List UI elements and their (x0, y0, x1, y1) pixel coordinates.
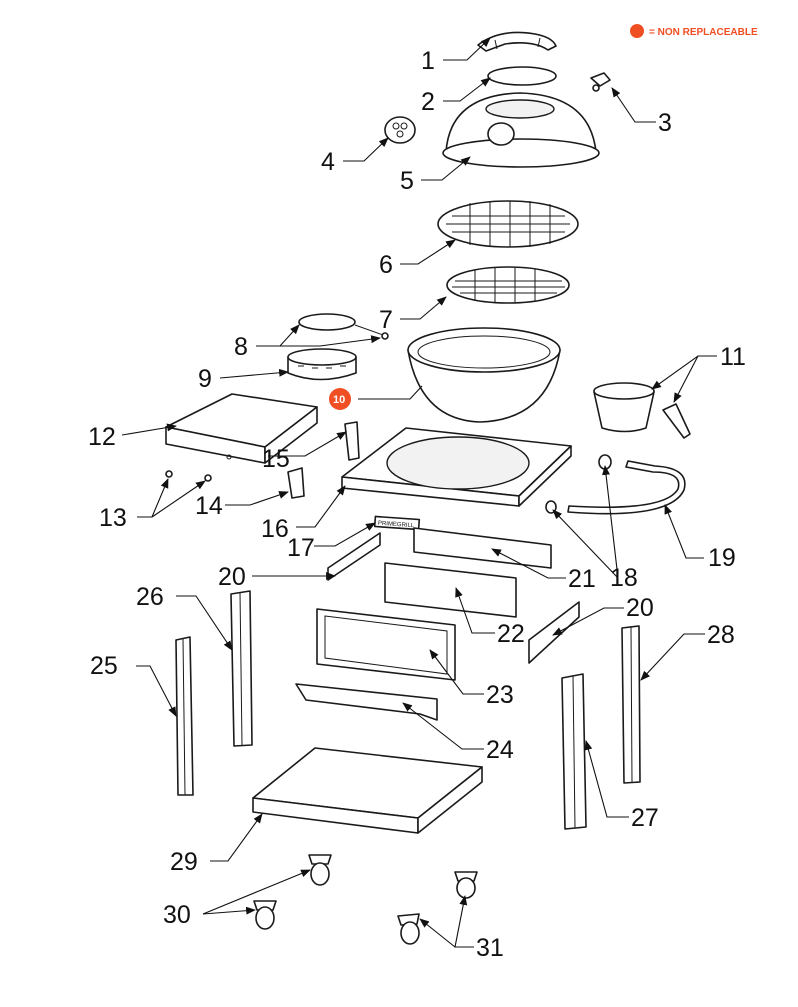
part-2-gasket-disc (487, 66, 557, 86)
part-21-rear-panel (413, 527, 552, 569)
part-28-leg (621, 625, 641, 784)
label-6: 6 (379, 251, 393, 279)
legend-label: = NON REPLACEABLE (649, 27, 758, 38)
label-17: 17 (287, 534, 315, 562)
label-8: 8 (234, 333, 248, 361)
label-10-non-replaceable-badge: 10 (329, 388, 351, 410)
non-replaceable-dot-icon (630, 24, 644, 38)
part-9-charcoal-ring (287, 348, 357, 381)
part-13-bolts (165, 470, 212, 482)
part-11-ash-bucket (593, 382, 691, 439)
label-18: 18 (610, 564, 638, 592)
label-28: 28 (707, 621, 735, 649)
part-29-bottom-shelf (252, 747, 483, 834)
part-24-bracket-rail (295, 683, 438, 721)
label-4: 4 (321, 148, 335, 176)
leader-lines (121, 37, 717, 948)
part-8-ash-sweeper (298, 313, 389, 340)
label-7: 7 (379, 306, 393, 334)
badge-label: PRIMEGRILL (378, 521, 415, 530)
label-31: 31 (476, 934, 504, 962)
part-14-bracket (287, 467, 305, 499)
part-10-bowl (407, 327, 561, 423)
part-4-vent-damper (384, 116, 416, 144)
label-21: 21 (568, 565, 596, 593)
part-6-cooking-grate (437, 200, 579, 248)
part-25-leg (175, 636, 194, 796)
part-22-panel (384, 562, 517, 618)
part-7-charcoal-grate (446, 266, 570, 304)
part-5-dome-lid (442, 92, 600, 168)
part-3-hinge-clip (590, 72, 611, 92)
label-1: 1 (421, 47, 435, 75)
part-12-side-shelf (165, 393, 318, 464)
part-26-leg (230, 590, 253, 747)
part-27-leg (561, 673, 587, 830)
label-24: 24 (486, 736, 514, 764)
label-16: 16 (261, 515, 289, 543)
label-10: 10 (333, 394, 345, 406)
label-22: 22 (497, 620, 525, 648)
part-30-casters (253, 854, 332, 930)
label-15: 15 (262, 445, 290, 473)
part-1-lid-handle (477, 31, 557, 52)
label-11: 11 (720, 343, 746, 371)
label-29: 29 (170, 848, 198, 876)
label-19: 19 (708, 544, 736, 572)
part-20-side-panel-right (528, 601, 580, 664)
part-31-casters (397, 871, 478, 945)
label-30: 30 (163, 901, 191, 929)
part-23-front-panel (316, 608, 456, 681)
label-14: 14 (195, 492, 223, 520)
part-20-side-panel-left (327, 532, 381, 581)
label-20-left: 20 (218, 563, 246, 591)
label-3: 3 (658, 109, 672, 137)
legend: = NON REPLACEABLE (630, 24, 758, 38)
label-2: 2 (421, 88, 435, 116)
part-number-labels: 1 2 3 4 5 6 7 8 9 10 11 12 13 14 15 16 1… (88, 47, 746, 962)
part-17-badge: PRIMEGRILL (373, 515, 421, 531)
label-20-right: 20 (626, 594, 654, 622)
label-5: 5 (400, 167, 414, 195)
label-13: 13 (99, 504, 127, 532)
label-12: 12 (88, 423, 116, 451)
part-16-top-frame (341, 427, 572, 507)
label-9: 9 (198, 365, 212, 393)
label-26: 26 (136, 583, 164, 611)
label-27: 27 (631, 804, 659, 832)
part-19-towel-bar (567, 460, 686, 515)
part-15-bracket (344, 421, 360, 461)
label-25: 25 (90, 652, 118, 680)
label-23: 23 (486, 681, 514, 709)
